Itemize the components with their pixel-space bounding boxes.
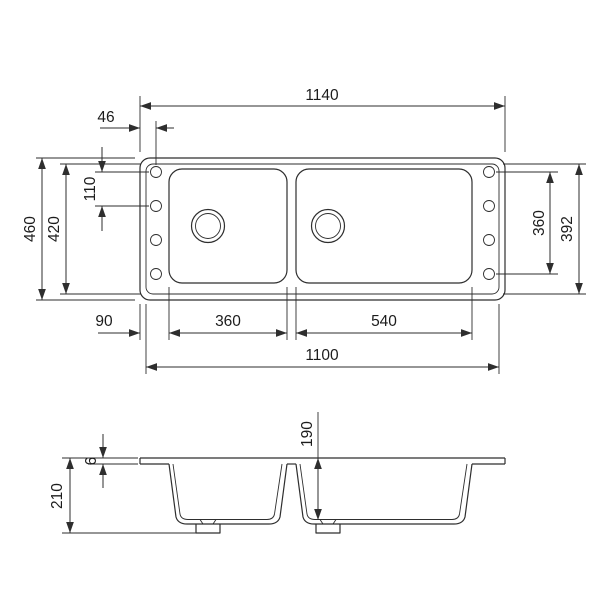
- dimension-overall-width: 1140: [139, 87, 506, 152]
- dimension-bowl-widths: 90 360 540: [95, 287, 473, 340]
- dim-label-360-right: 360: [531, 210, 548, 236]
- top-view: [139, 157, 506, 301]
- dim-label-90: 90: [95, 313, 113, 330]
- left-drain-outer: [190, 208, 226, 244]
- faucet-holes-left: [150, 166, 162, 280]
- dimension-rim-thickness: 6: [62, 434, 138, 488]
- dim-label-460: 460: [22, 216, 39, 242]
- dim-label-392: 392: [559, 216, 576, 242]
- dim-label-210: 210: [49, 483, 66, 509]
- dimension-bowl-depth: 190: [299, 412, 322, 520]
- left-bowl-outer-wall: [168, 463, 288, 525]
- dim-label-1100: 1100: [305, 347, 339, 364]
- right-bowl-outer-wall: [295, 463, 473, 525]
- dimension-hole-edge-offset: 46: [97, 109, 174, 165]
- dim-label-420: 420: [46, 216, 63, 242]
- faucet-hole: [150, 166, 162, 178]
- left-bowl: [168, 168, 288, 284]
- dim-label-360: 360: [215, 313, 241, 330]
- faucet-hole: [483, 200, 495, 212]
- dim-label-1140: 1140: [305, 87, 339, 104]
- sink-outer-edge: [139, 157, 506, 301]
- faucet-holes-right: [483, 166, 495, 280]
- right-drain-boss: [315, 524, 341, 534]
- faucet-hole: [150, 200, 162, 212]
- dimension-inner-width: 1100: [145, 304, 500, 374]
- dim-label-46: 46: [97, 109, 114, 126]
- right-drain-recess: [319, 519, 337, 525]
- right-bowl-inner-wall: [299, 463, 468, 520]
- right-drain-outer: [310, 208, 346, 244]
- left-drain-recess: [199, 519, 217, 525]
- sink-inner-rim: [145, 163, 500, 295]
- dimension-overall-height: 210: [49, 458, 198, 534]
- right-drain-inner: [315, 213, 341, 239]
- left-drain-boss: [195, 524, 221, 534]
- faucet-hole: [483, 234, 495, 246]
- dim-label-110: 110: [82, 176, 99, 201]
- faucet-hole: [483, 268, 495, 280]
- faucet-hole: [483, 166, 495, 178]
- faucet-hole: [150, 234, 162, 246]
- dimension-hole-spacing: 110: [82, 147, 149, 231]
- left-bowl-inner-wall: [172, 463, 283, 520]
- dimension-right-inner-depth: 392: [503, 163, 586, 295]
- right-bowl: [295, 168, 473, 284]
- dimension-overall-depth: 460: [22, 157, 135, 301]
- dim-label-540: 540: [371, 313, 397, 330]
- dimension-inner-depth: 420: [46, 163, 141, 295]
- dimension-hole-span: 360: [496, 171, 558, 275]
- dim-label-6: 6: [83, 457, 100, 466]
- dim-label-190: 190: [299, 421, 316, 447]
- faucet-hole: [150, 268, 162, 280]
- front-view: [139, 457, 506, 534]
- left-drain-inner: [195, 213, 221, 239]
